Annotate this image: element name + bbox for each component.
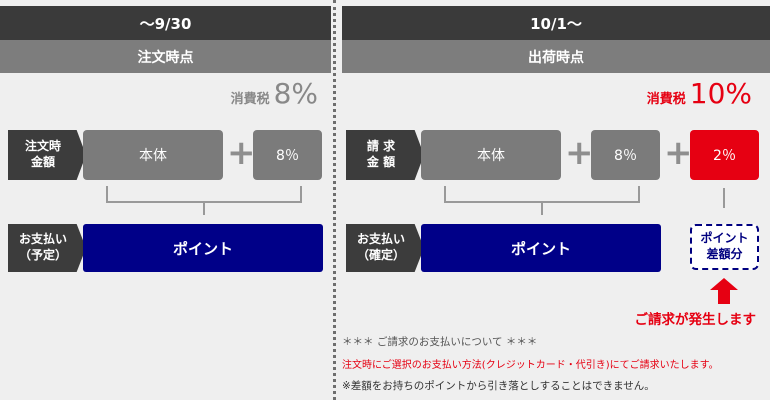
points-difference-line2: 差額分 [706, 247, 743, 261]
left-basis-text: 注文時点 [137, 49, 194, 66]
left-tax-label: 消費税 [230, 92, 270, 107]
left-body-box: 本体 [83, 130, 223, 180]
left-payment-label: お支払い（予定） [8, 224, 86, 272]
right-amount-label-line2: 金 額 [366, 155, 396, 169]
notes-points-disclaimer: ※差額をお持ちのポイントから引き落としすることはできません。 [342, 380, 655, 392]
left-amount-label-line1: 注文時 [24, 139, 61, 154]
left-period-header: ～9/30 [0, 6, 331, 40]
right-bracket-right [638, 186, 640, 202]
right-tax-rate: 10% [689, 77, 752, 110]
right-period-text: 10/1～ [530, 14, 582, 33]
right-points-label: ポイント [510, 239, 571, 258]
notes-heading: ＊＊＊ ご請求のお支払いについて ＊＊＊ [342, 336, 538, 348]
left-points-box: ポイント [83, 224, 323, 272]
right-points-box: ポイント [421, 224, 661, 272]
period-divider [333, 0, 336, 400]
left-tax-rate: 8% [273, 77, 318, 110]
extra-connector-line [723, 188, 725, 208]
points-difference-line1: ポイント [700, 231, 749, 246]
right-extra-tax-box: 2％ [690, 130, 759, 180]
right-basis-text: 出荷時点 [528, 49, 584, 66]
right-basis-header: 出荷時点 [342, 40, 770, 73]
left-amount-label-line2: 金額 [30, 155, 55, 169]
left-bracket-right [300, 186, 302, 202]
left-period-text: ～9/30 [139, 14, 192, 33]
left-payment-label-line1: お支払い [18, 232, 67, 247]
billing-occurs-text: ご請求が発生します [634, 312, 757, 328]
left-payment-label-line2: （予定） [18, 248, 67, 262]
right-body-label: 本体 [477, 148, 505, 164]
left-tax-box-label: 8％ [276, 148, 299, 164]
right-payment-label: お支払い（確定） [346, 224, 424, 272]
left-basis-header: 注文時点 [0, 40, 331, 73]
left-amount-label: 注文時金額 [8, 130, 86, 180]
right-bracket-left [444, 186, 446, 202]
right-payment-label-line1: お支払い [356, 232, 405, 247]
left-tax-info: 消費税 8% [231, 80, 318, 108]
right-plus-sign-2: + [664, 133, 693, 173]
left-tax-box: 8％ [253, 130, 322, 180]
right-payment-label-line2: （確定） [356, 248, 405, 262]
points-difference-box: ポイント差額分 [690, 224, 759, 270]
right-bracket-stem [541, 201, 543, 215]
left-bracket-stem [203, 201, 205, 215]
notes-payment-method: 注文時にご選択のお支払い方法(クレジットカード・代引き)にてご請求いたします。 [342, 360, 719, 371]
right-tax-box-label: 8％ [614, 148, 637, 164]
right-extra-tax-label: 2％ [713, 148, 736, 164]
right-plus-sign-1: + [565, 133, 594, 173]
left-body-label: 本体 [139, 148, 167, 164]
right-amount-label-line1: 請 求 [366, 139, 396, 154]
left-plus-sign: + [227, 133, 256, 173]
right-period-header: 10/1～ [342, 6, 770, 40]
red-up-arrow-icon [710, 278, 738, 304]
left-points-label: ポイント [172, 239, 233, 258]
right-tax-label: 消費税 [646, 92, 686, 107]
left-bracket-left [106, 186, 108, 202]
right-tax-box: 8％ [591, 130, 660, 180]
right-body-box: 本体 [421, 130, 561, 180]
right-tax-info: 消費税 10% [647, 80, 752, 108]
right-amount-label: 請 求金 額 [346, 130, 424, 180]
